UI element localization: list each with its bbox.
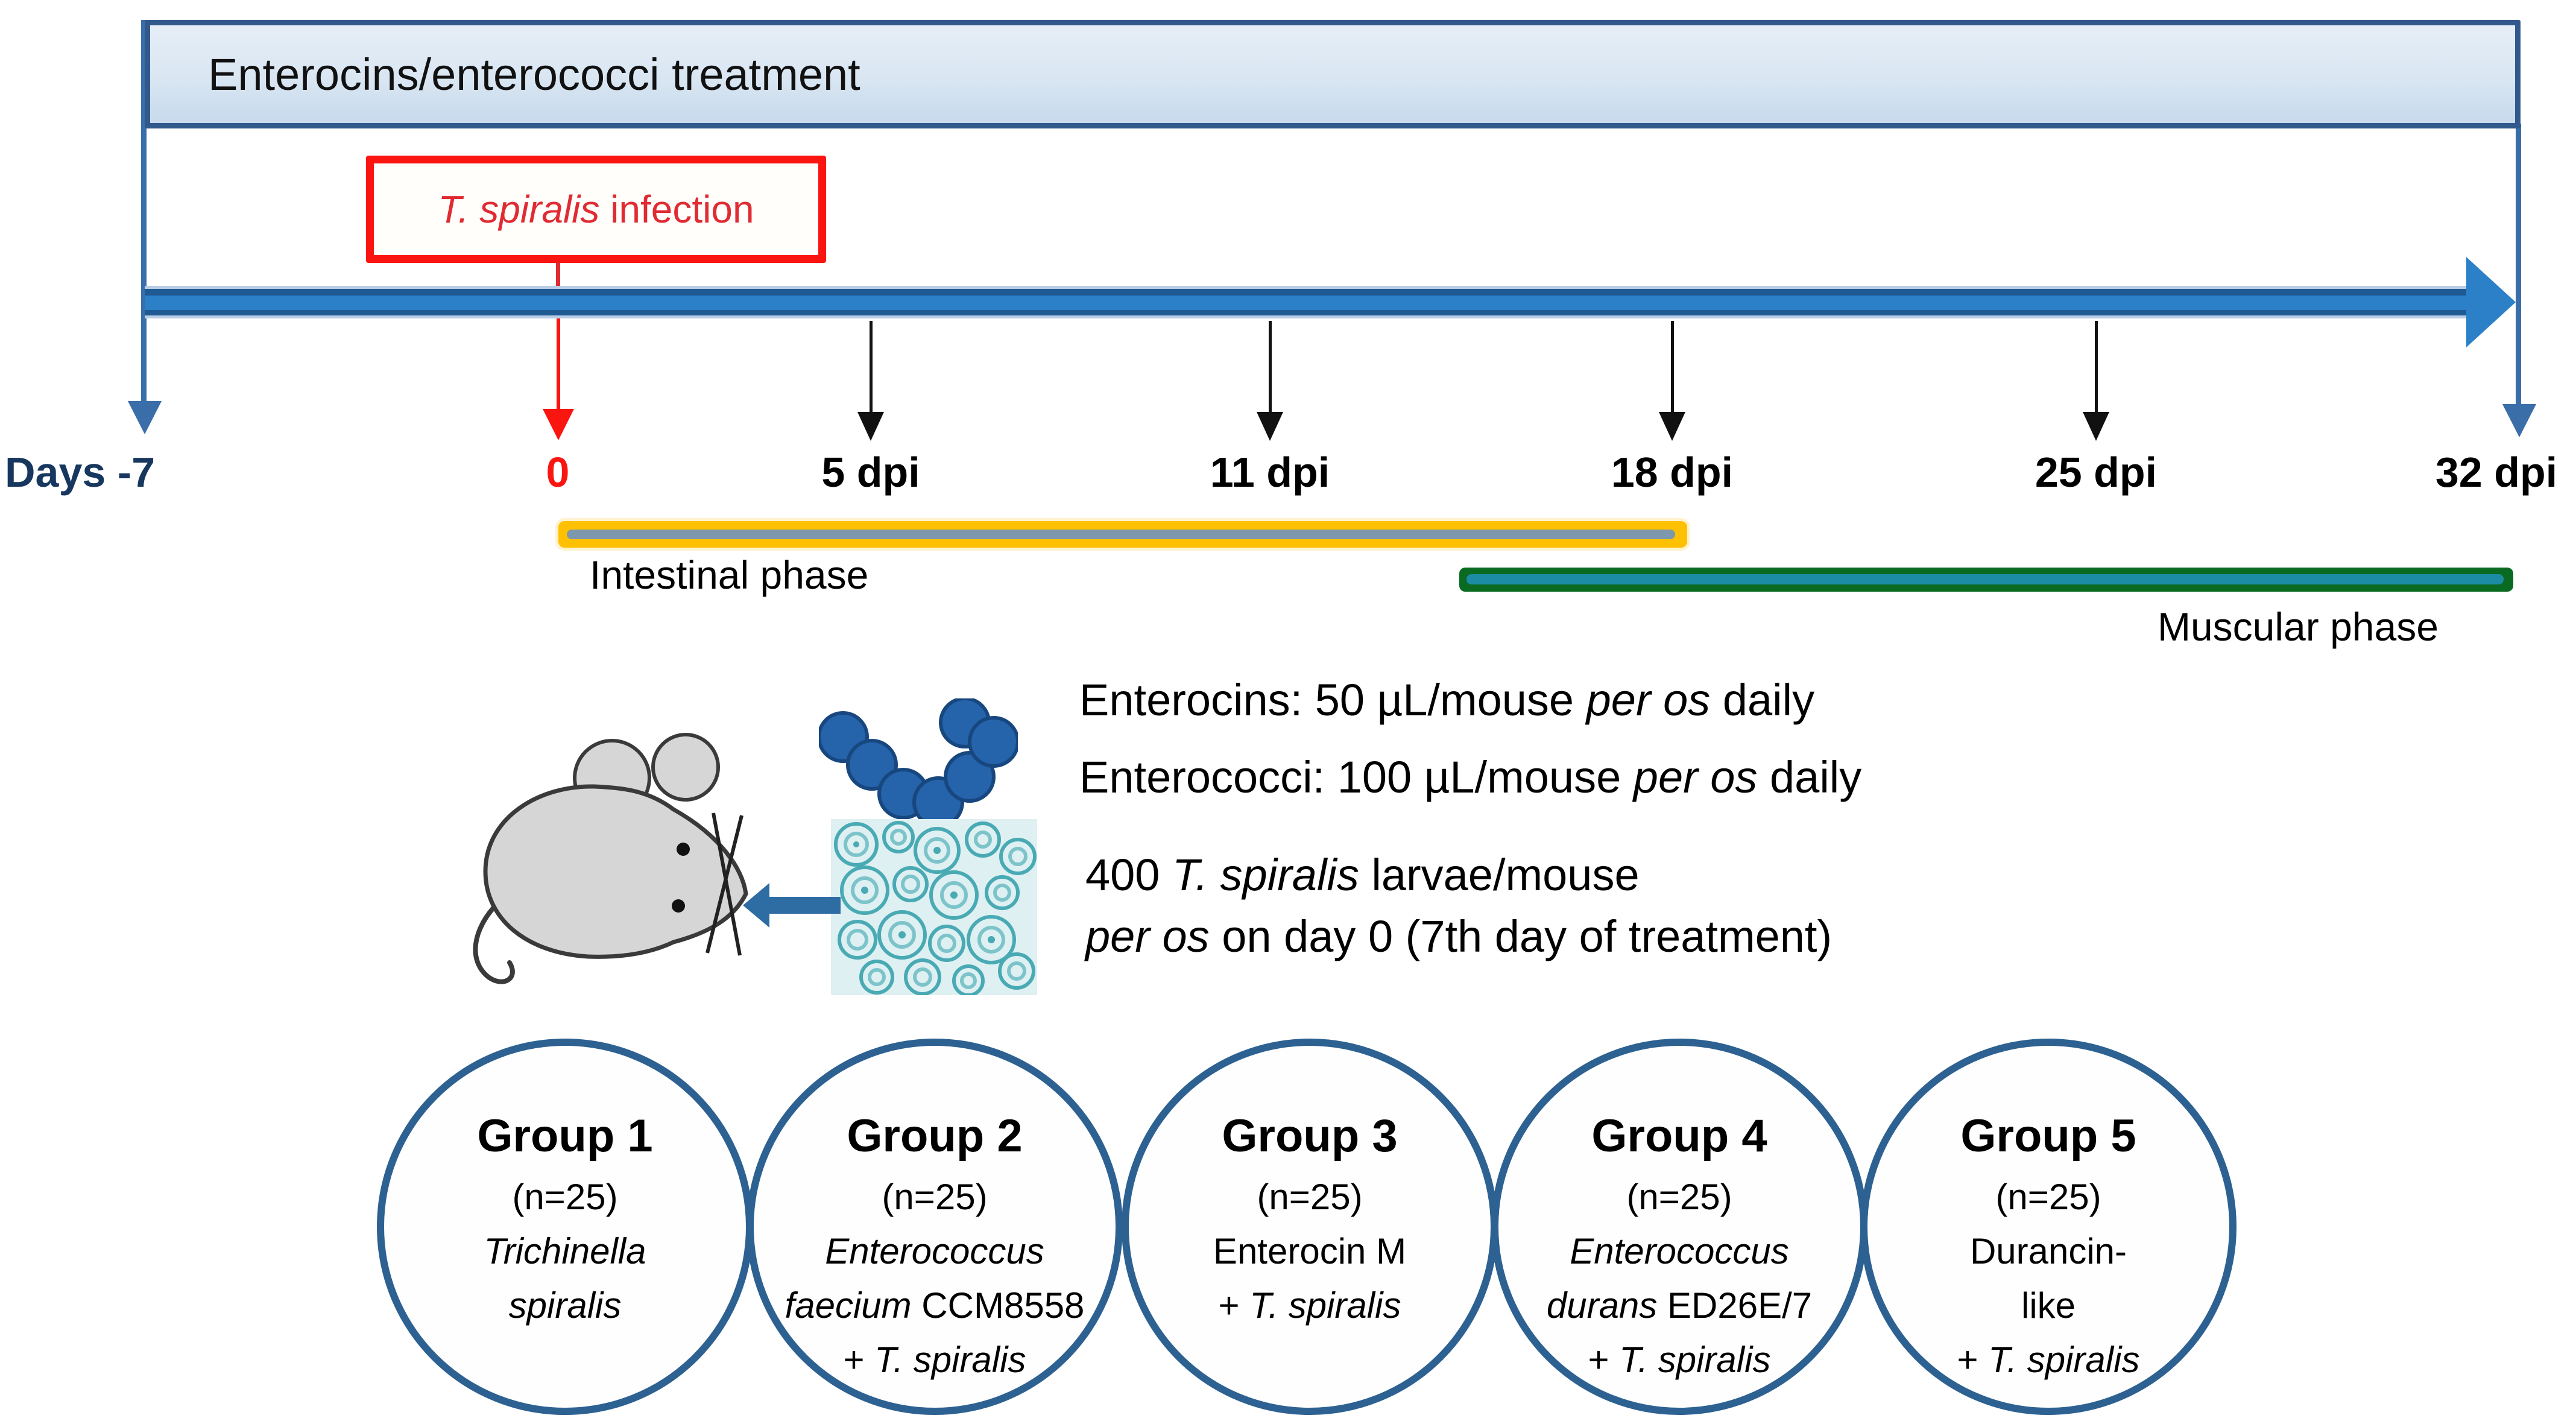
arrowhead-dpi18 bbox=[1659, 412, 1685, 441]
tick-label-day-minus7: Days -7 bbox=[5, 449, 156, 496]
inoculation-line-dose: 400 T. spiralis larvae/mouse bbox=[1085, 850, 1640, 900]
group-line: faecium CCM8558 bbox=[784, 1285, 1085, 1326]
bracket-right-line bbox=[2516, 124, 2521, 404]
group-title: Group 5 bbox=[1960, 1110, 2136, 1162]
group-circle-3: Group 3 (n=25) Enterocin M + T. spiralis bbox=[1122, 1039, 1498, 1415]
tick-label-dpi5: 5 dpi bbox=[821, 449, 920, 496]
treatment-banner: Enterocins/enterococci treatment bbox=[145, 20, 2521, 128]
group-circle-1: Group 1 (n=25) Trichinella spiralis bbox=[377, 1039, 753, 1415]
group-line: + T. spiralis bbox=[1588, 1339, 1771, 1380]
arrow-line-dpi25 bbox=[2095, 321, 2098, 413]
group-n: (n=25) bbox=[1626, 1176, 1732, 1217]
infection-callout: T. spiralis infection bbox=[366, 156, 826, 263]
arrow-line-dpi18 bbox=[1671, 321, 1674, 413]
tick-label-day0: 0 bbox=[546, 449, 570, 496]
treatment-banner-label: Enterocins/enterococci treatment bbox=[208, 49, 860, 100]
mouse-whisker-1 bbox=[712, 812, 742, 956]
mouse-whisker-2 bbox=[706, 815, 743, 954]
timeline-arrowhead bbox=[2466, 257, 2516, 347]
group-n: (n=25) bbox=[512, 1176, 618, 1217]
group-line: Trichinella bbox=[484, 1230, 646, 1271]
group-circle-4: Group 4 (n=25) Enterococcus durans ED26E… bbox=[1491, 1039, 1867, 1415]
timeline-bar bbox=[145, 286, 2469, 318]
tick-label-dpi25: 25 dpi bbox=[2035, 449, 2158, 496]
group-line: Enterocin M bbox=[1213, 1230, 1407, 1271]
group-line: + T. spiralis bbox=[1218, 1285, 1401, 1326]
group-line: Durancin- bbox=[1969, 1230, 2127, 1271]
dosing-line-enterococci: Enterococci: 100 µL/mouse per os daily bbox=[1079, 752, 1862, 802]
group-title: Group 3 bbox=[1222, 1110, 1398, 1162]
group-line: Enterococcus bbox=[825, 1230, 1044, 1271]
group-title: Group 2 bbox=[847, 1110, 1023, 1162]
mouse-ear-right bbox=[651, 733, 720, 802]
gavage-arrow-icon bbox=[743, 879, 841, 931]
group-n: (n=25) bbox=[882, 1176, 988, 1217]
muscular-phase-bar-core bbox=[1466, 574, 2504, 584]
group-line: Enterococcus bbox=[1570, 1230, 1789, 1271]
mouse-eye-top bbox=[677, 843, 690, 856]
mouse-eye-bottom bbox=[672, 899, 685, 913]
arrow-line-dpi5 bbox=[870, 321, 873, 413]
group-line: like bbox=[2021, 1285, 2076, 1326]
mouse-illustration-icon bbox=[467, 718, 754, 1001]
muscular-phase-bar bbox=[1459, 568, 2513, 592]
infection-arrow-line bbox=[557, 318, 560, 410]
arrowhead-dpi5 bbox=[857, 412, 884, 441]
group-n: (n=25) bbox=[1257, 1176, 1363, 1217]
intestinal-phase-label: Intestinal phase bbox=[590, 552, 869, 597]
arrowhead-day-minus7 bbox=[128, 401, 162, 434]
intestinal-phase-bar-core bbox=[567, 530, 1675, 539]
group-n: (n=25) bbox=[1995, 1176, 2101, 1217]
mouse-body bbox=[483, 784, 748, 959]
infection-connector-line bbox=[556, 263, 560, 288]
bacteria-cocci-chain-icon bbox=[817, 697, 1020, 834]
tick-label-dpi18: 18 dpi bbox=[1611, 449, 1734, 496]
mouse-tail bbox=[473, 902, 515, 984]
arrowhead-dpi32 bbox=[2502, 404, 2536, 437]
group-title: Group 1 bbox=[477, 1110, 653, 1162]
bracket-left-line bbox=[141, 20, 147, 401]
muscular-phase-label: Muscular phase bbox=[2158, 604, 2439, 649]
group-line: spiralis bbox=[508, 1285, 622, 1326]
arrowhead-dpi11 bbox=[1257, 412, 1283, 441]
inoculation-line-route: per os on day 0 (7th day of treatment) bbox=[1085, 911, 1833, 961]
arrowhead-dpi25 bbox=[2083, 412, 2109, 441]
tick-label-dpi32: 32 dpi bbox=[2435, 449, 2558, 496]
group-circle-5: Group 5 (n=25) Durancin- like + T. spira… bbox=[1860, 1039, 2237, 1415]
infection-callout-label: T. spiralis infection bbox=[438, 188, 754, 231]
arrow-line-dpi11 bbox=[1269, 321, 1272, 413]
group-line: durans ED26E/7 bbox=[1546, 1285, 1813, 1326]
group-line: + T. spiralis bbox=[843, 1339, 1026, 1380]
tick-label-dpi11: 11 dpi bbox=[1210, 449, 1330, 496]
larvae-micrograph-image bbox=[831, 819, 1037, 997]
group-title: Group 4 bbox=[1591, 1110, 1767, 1162]
intestinal-phase-bar bbox=[558, 521, 1687, 548]
dosing-line-enterocins: Enterocins: 50 µL/mouse per os daily bbox=[1079, 675, 1815, 725]
infection-arrowhead bbox=[543, 409, 574, 440]
group-circle-2: Group 2 (n=25) Enterococcus faecium CCM8… bbox=[747, 1039, 1123, 1415]
group-line: + T. spiralis bbox=[1957, 1339, 2140, 1380]
